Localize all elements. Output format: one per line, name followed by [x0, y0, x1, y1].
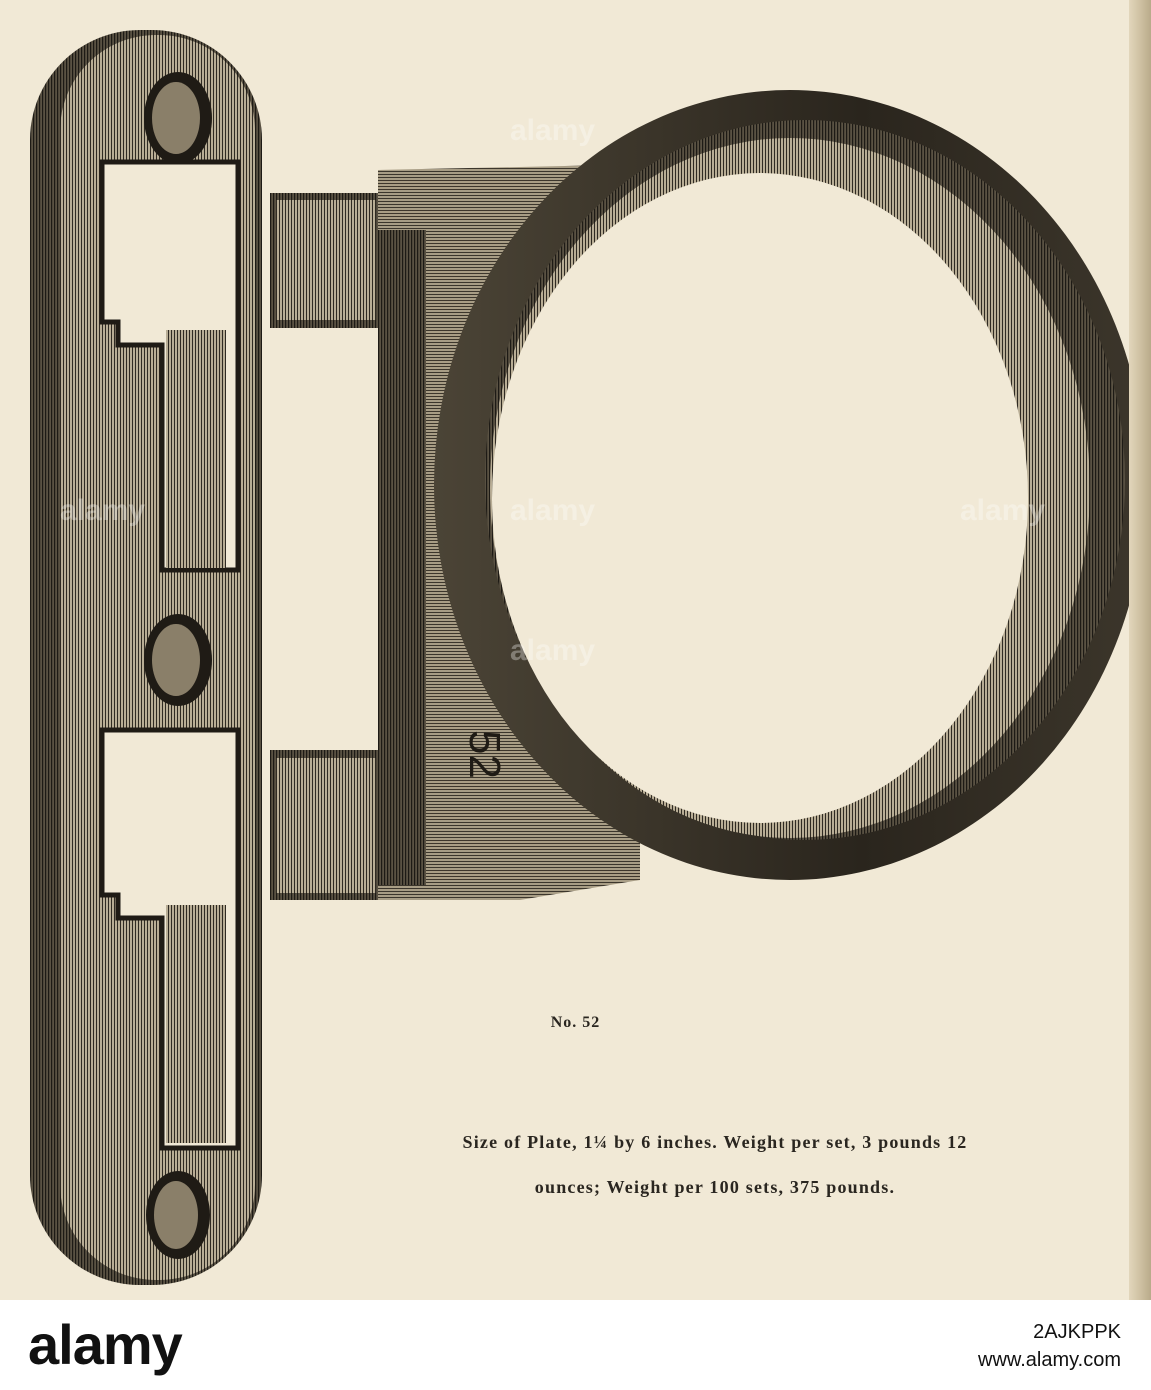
- caption-line-1: Size of Plate, 1¼ by 6 inches. Weight pe…: [462, 1132, 968, 1152]
- watermark-2: alamy: [510, 494, 595, 527]
- hardware-engraving: 52 alamy alamy alamy alamy alamy: [30, 30, 1146, 1285]
- watermark-1: alamy: [510, 114, 595, 147]
- stock-footer: alamy 2AJKPPK www.alamy.com: [0, 1300, 1151, 1390]
- site-url: www.alamy.com: [978, 1349, 1121, 1371]
- image-credit: 2AJKPPK www.alamy.com: [978, 1318, 1121, 1374]
- watermark-3: alamy: [510, 634, 595, 667]
- watermark-4: alamy: [60, 494, 145, 527]
- page-edge: [1129, 0, 1151, 1300]
- watermark-5: alamy: [960, 494, 1045, 527]
- striker-plate-illustration: [30, 30, 262, 1285]
- caption-line-2: ounces; Weight per 100 sets, 375 pounds.: [534, 1177, 896, 1197]
- catalog-page: 52 alamy alamy alamy alamy alamy No. 52 …: [0, 0, 1151, 1300]
- stamped-number: 52: [460, 730, 509, 779]
- image-id: 2AJKPPK: [1033, 1321, 1121, 1343]
- alamy-logo: alamy: [28, 1313, 183, 1376]
- figure-number: No. 52: [550, 1014, 601, 1031]
- door-latch-ring-illustration: [270, 90, 1146, 900]
